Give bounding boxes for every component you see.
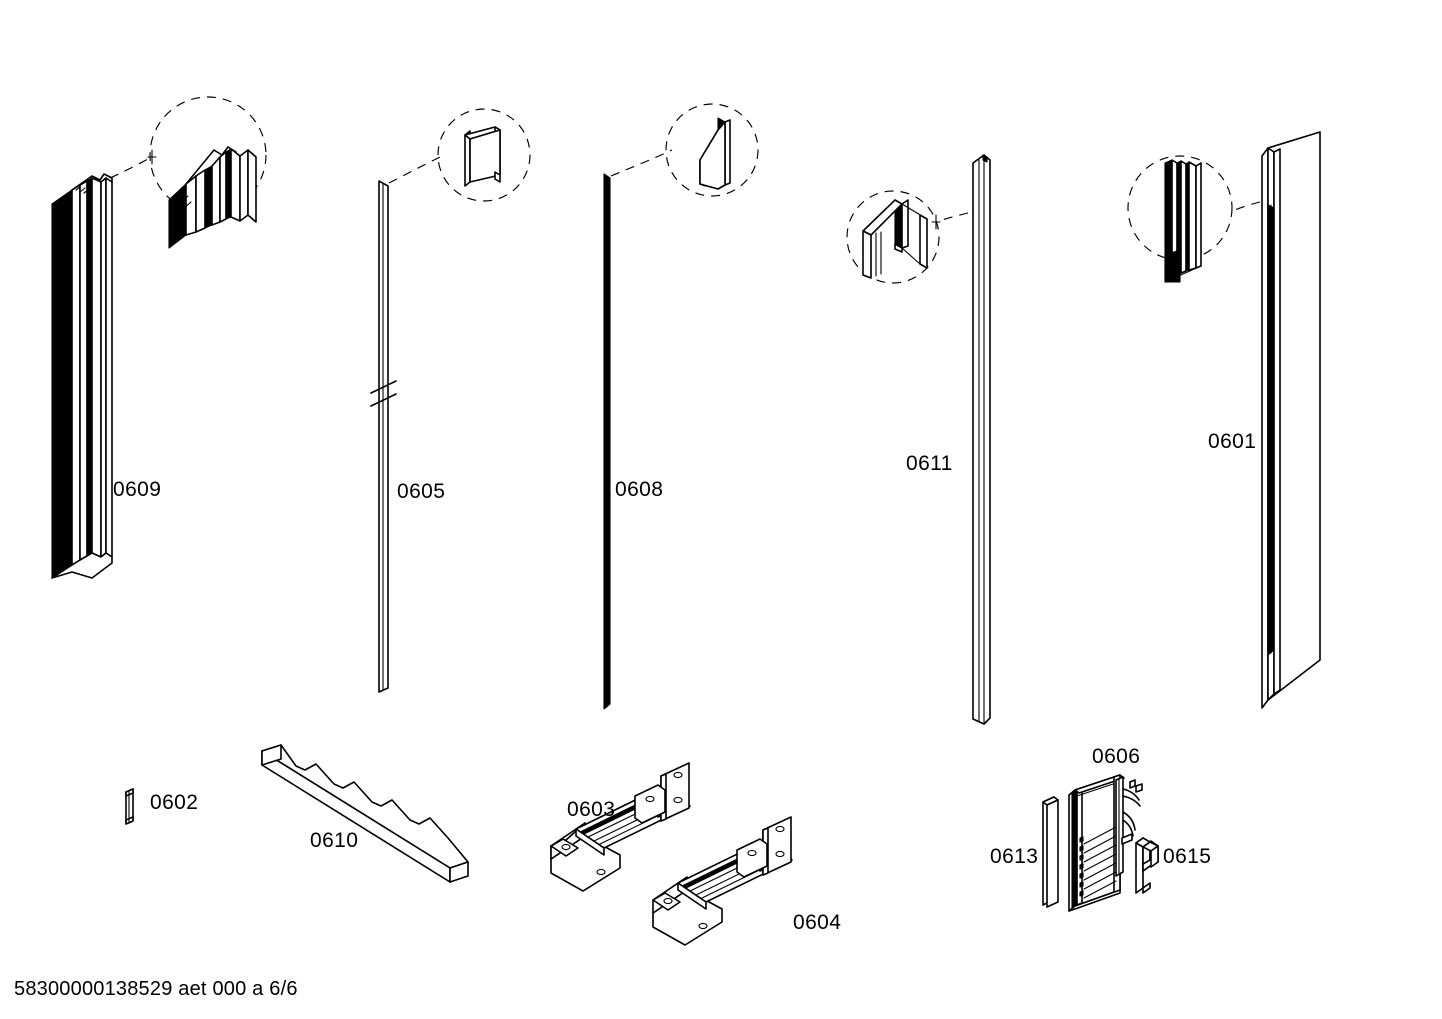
part-label-0611: 0611 — [906, 452, 953, 475]
part-0602-drawing — [125, 788, 134, 825]
part-label-0605: 0605 — [397, 480, 446, 503]
part-0604-drawing — [652, 816, 793, 946]
part-0603-drawing — [550, 762, 691, 892]
part-0613-drawing — [1042, 796, 1059, 908]
part-0615-drawing — [1135, 837, 1159, 894]
part-label-0604: 0604 — [793, 911, 842, 934]
part-label-0606: 0606 — [1092, 745, 1141, 768]
callout-0611-drawing — [846, 190, 941, 284]
callout-0608-drawing — [665, 103, 759, 197]
part-label-0615: 0615 — [1163, 845, 1212, 868]
part-0606-drawing — [1068, 774, 1143, 912]
part-label-0601: 0601 — [1208, 430, 1257, 453]
callout-0609-drawing — [147, 96, 267, 249]
part-label-0608: 0608 — [615, 478, 664, 501]
part-label-0609: 0609 — [113, 478, 162, 501]
part-label-0610: 0610 — [310, 829, 359, 852]
callout-0601-drawing — [1127, 155, 1233, 283]
callout-0605-drawing — [437, 108, 531, 202]
part-0609-drawing — [51, 156, 153, 579]
part-0610-drawing — [261, 744, 469, 883]
part-0611-drawing — [935, 154, 991, 725]
part-label-0602: 0602 — [150, 791, 199, 814]
part-label-0603: 0603 — [567, 798, 616, 821]
part-0608-drawing — [603, 149, 673, 710]
part-0601-drawing — [1231, 131, 1321, 709]
part-0605-drawing — [370, 154, 445, 693]
part-label-0613: 0613 — [990, 845, 1039, 868]
document-footer-id: 58300000138529 aet 000 a 6/6 — [14, 978, 298, 1000]
